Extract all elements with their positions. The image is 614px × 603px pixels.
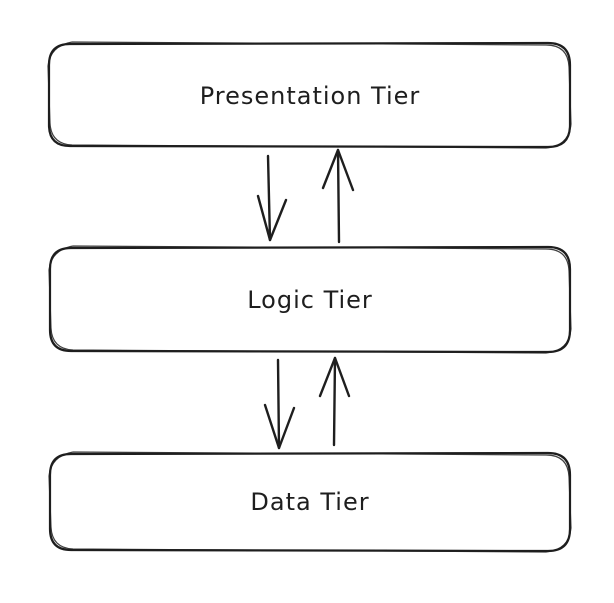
arrow-logic-to-presentation: [321, 148, 355, 244]
arrow-logic-to-data: [263, 358, 296, 450]
presentation-tier-label: Presentation Tier: [200, 82, 421, 110]
logic-tier-box[interactable]: Logic Tier: [48, 245, 572, 354]
presentation-tier-box[interactable]: Presentation Tier: [47, 41, 572, 149]
data-tier-label: Data Tier: [250, 488, 369, 516]
arrow-data-to-logic: [318, 356, 351, 447]
data-tier-box[interactable]: Data Tier: [48, 451, 572, 553]
arrow-presentation-to-logic: [256, 154, 288, 242]
logic-tier-label: Logic Tier: [247, 286, 373, 314]
